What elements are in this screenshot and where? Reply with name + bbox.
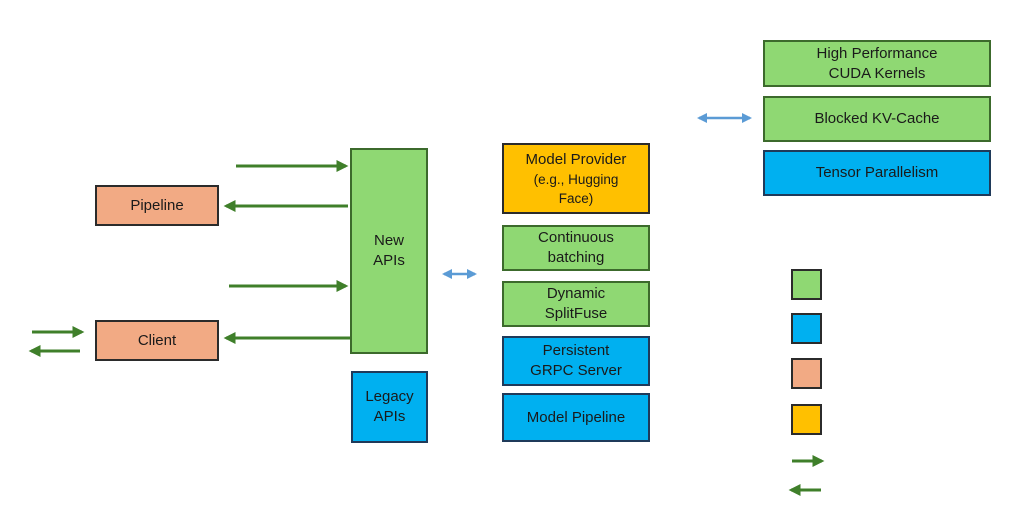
persistent-grpc-line-1: Persistent: [542, 342, 610, 359]
legend-swatch-salmon: [791, 358, 822, 389]
blocked-kv-cache-box: Blocked KV-Cache: [763, 96, 991, 142]
cuda-kernels-line-1: High Performance: [816, 44, 938, 62]
model-provider-box: Model Provider (e.g., Hugging Face): [502, 143, 650, 214]
model-pipeline-box: Model Pipeline: [502, 393, 650, 442]
persistent-grpc-server-box: Persistent GRPC Server: [502, 336, 650, 386]
legacy-apis-box: Legacy APIs: [351, 371, 428, 443]
cuda-kernels-line-2: CUDA Kernels: [828, 64, 926, 82]
pipeline-box: Pipeline: [95, 185, 219, 226]
legacy-apis-label-line-2: APIs: [373, 408, 406, 425]
pipeline-label: Pipeline: [130, 196, 184, 214]
continuous-batching-box: Continuous batching: [502, 225, 650, 271]
new-apis-box: New APIs: [350, 148, 428, 354]
model-provider-sub-line-1: (e.g., Hugging: [533, 171, 619, 187]
cuda-kernels-box: High Performance CUDA Kernels: [763, 40, 991, 87]
model-pipeline-label: Model Pipeline: [526, 408, 626, 426]
model-provider-sub-line-2: Face): [558, 190, 594, 206]
legend-swatch-green: [791, 269, 822, 300]
client-label: Client: [137, 331, 177, 349]
dynamic-splitfuse-box: Dynamic SplitFuse: [502, 281, 650, 327]
dynamic-splitfuse-line-1: Dynamic: [546, 285, 606, 302]
new-apis-label-line-2: APIs: [373, 252, 405, 269]
legend-swatch-blue: [791, 313, 822, 344]
tensor-parallelism-label: Tensor Parallelism: [815, 164, 939, 181]
legacy-apis-label-line-1: Legacy: [365, 388, 414, 405]
tensor-parallelism-box: Tensor Parallelism: [763, 150, 991, 196]
legend-swatch-orange: [791, 404, 822, 435]
client-box: Client: [95, 320, 219, 361]
continuous-batching-line-2: batching: [547, 249, 605, 266]
persistent-grpc-line-2: GRPC Server: [530, 362, 622, 379]
blocked-kv-cache-label: Blocked KV-Cache: [814, 110, 940, 127]
dynamic-splitfuse-line-2: SplitFuse: [544, 305, 608, 322]
model-provider-title: Model Provider: [525, 150, 627, 168]
new-apis-label-line-1: New: [373, 232, 404, 249]
continuous-batching-line-1: Continuous: [538, 229, 614, 246]
